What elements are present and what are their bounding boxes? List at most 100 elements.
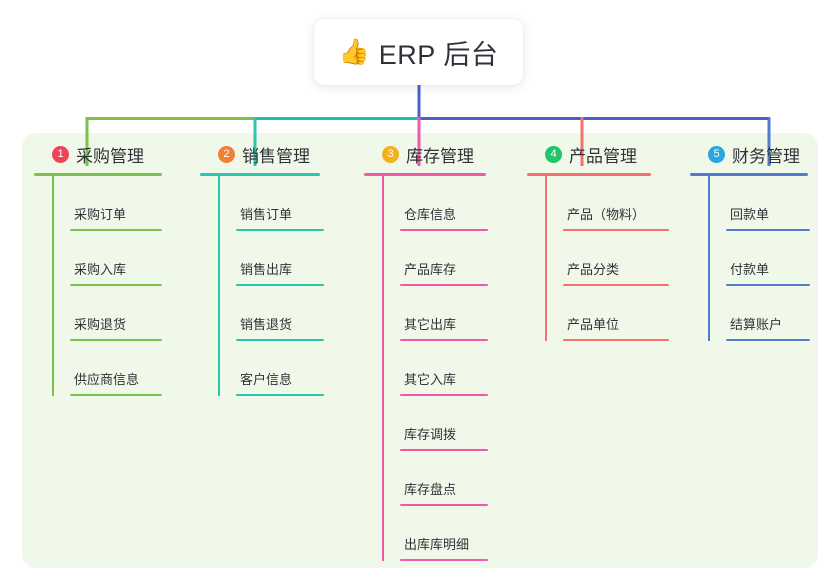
leaf-rule [400,504,488,506]
leaf-rule [400,284,488,286]
leaf-rule [726,284,810,286]
leaf-label: 产品分类 [567,262,620,278]
leaf-item[interactable]: 回款单 [726,176,825,231]
branch-badge-5: 5 [708,145,725,163]
leaf-item[interactable]: 销售订单 [236,176,350,231]
branch-items-1: 采购订单采购入库采购退货供应商信息 [34,176,184,396]
branch-5: 5 财务管理回款单付款单结算账户 [690,140,825,341]
branch-header-4[interactable]: 4 产品管理 [527,140,677,168]
leaf-item[interactable]: 销售退货 [236,286,350,341]
leaf-label: 销售退货 [240,317,293,333]
leaf-item[interactable]: 产品分类 [563,231,677,286]
leaf-label: 销售订单 [240,207,293,223]
leaf-item[interactable]: 产品库存 [400,231,514,286]
branch-2: 2 销售管理销售订单销售出库销售退货客户信息 [200,140,350,396]
branch-badge-2: 2 [218,145,235,163]
leaf-rule [70,339,162,341]
leaf-rule [400,394,488,396]
leaf-rule [236,394,324,396]
branches-background-panel [22,133,818,568]
branch-spine-2 [218,176,220,396]
branch-rule-3 [364,173,486,176]
leaf-label: 产品（物料） [567,207,646,223]
leaf-label: 库存调拨 [404,427,457,443]
branch-spine-4 [545,176,547,341]
branch-header-3[interactable]: 3 库存管理 [364,140,514,168]
branch-items-3: 仓库信息产品库存其它出库其它入库库存调拨库存盘点出库库明细 [364,176,514,561]
leaf-item[interactable]: 产品单位 [563,286,677,341]
leaf-label: 采购退货 [74,317,127,333]
leaf-label: 回款单 [730,207,770,223]
leaf-item[interactable]: 库存盘点 [400,451,514,506]
leaf-rule [400,449,488,451]
leaf-label: 结算账户 [730,317,783,333]
branch-title-4: 产品管理 [569,146,637,166]
leaf-item[interactable]: 其它入库 [400,341,514,396]
leaf-item[interactable]: 采购入库 [70,231,184,286]
branch-header-2[interactable]: 2 销售管理 [200,140,350,168]
leaf-label: 供应商信息 [74,372,140,388]
leaf-label: 销售出库 [240,262,293,278]
leaf-rule [236,339,324,341]
leaf-rule [400,339,488,341]
branch-rule-5 [690,173,808,176]
leaf-rule [70,284,162,286]
thumbs-up-icon: 👍 [338,37,370,66]
leaf-rule [70,394,162,396]
leaf-rule [563,284,669,286]
leaf-rule [726,229,810,231]
leaf-item[interactable]: 仓库信息 [400,176,514,231]
leaf-item[interactable]: 供应商信息 [70,341,184,396]
leaf-label: 采购入库 [74,262,127,278]
leaf-label: 其它入库 [404,372,457,388]
leaf-rule [563,229,669,231]
root-node[interactable]: 👍 ERP 后台 [314,19,523,85]
leaf-rule [236,229,324,231]
leaf-rule [400,229,488,231]
leaf-rule [400,559,488,561]
branch-title-2: 销售管理 [242,146,310,166]
branch-spine-5 [708,176,710,341]
leaf-label: 仓库信息 [404,207,457,223]
branch-title-3: 库存管理 [406,146,474,166]
leaf-rule [70,229,162,231]
leaf-item[interactable]: 销售出库 [236,231,350,286]
leaf-item[interactable]: 采购退货 [70,286,184,341]
leaf-label: 库存盘点 [404,482,457,498]
leaf-item[interactable]: 库存调拨 [400,396,514,451]
leaf-item[interactable]: 结算账户 [726,286,825,341]
leaf-rule [236,284,324,286]
leaf-rule [563,339,669,341]
leaf-label: 产品库存 [404,262,457,278]
branch-3: 3 库存管理仓库信息产品库存其它出库其它入库库存调拨库存盘点出库库明细 [364,140,514,561]
branch-spine-1 [52,176,54,396]
branch-items-4: 产品（物料） 产品分类产品单位 [527,176,677,341]
leaf-item[interactable]: 付款单 [726,231,825,286]
branch-header-5[interactable]: 5 财务管理 [690,140,825,168]
branch-rule-4 [527,173,651,176]
leaf-rule [726,339,810,341]
branch-spine-3 [382,176,384,561]
branch-badge-1: 1 [52,145,69,163]
leaf-item[interactable]: 其它出库 [400,286,514,341]
branch-rule-2 [200,173,320,176]
branch-badge-3: 3 [382,145,399,163]
root-title: ERP 后台 [378,39,499,70]
leaf-label: 付款单 [730,262,770,278]
branch-items-5: 回款单付款单结算账户 [690,176,825,341]
branch-title-5: 财务管理 [732,146,800,166]
leaf-item[interactable]: 产品（物料） [563,176,677,231]
leaf-item[interactable]: 出库库明细 [400,506,514,561]
leaf-item[interactable]: 采购订单 [70,176,184,231]
leaf-label: 产品单位 [567,317,620,333]
leaf-item[interactable]: 客户信息 [236,341,350,396]
leaf-label: 出库库明细 [404,537,470,553]
leaf-label: 其它出库 [404,317,457,333]
branch-badge-4: 4 [545,145,562,163]
leaf-label: 客户信息 [240,372,293,388]
branch-4: 4 产品管理产品（物料） 产品分类产品单位 [527,140,677,341]
branch-items-2: 销售订单销售出库销售退货客户信息 [200,176,350,396]
